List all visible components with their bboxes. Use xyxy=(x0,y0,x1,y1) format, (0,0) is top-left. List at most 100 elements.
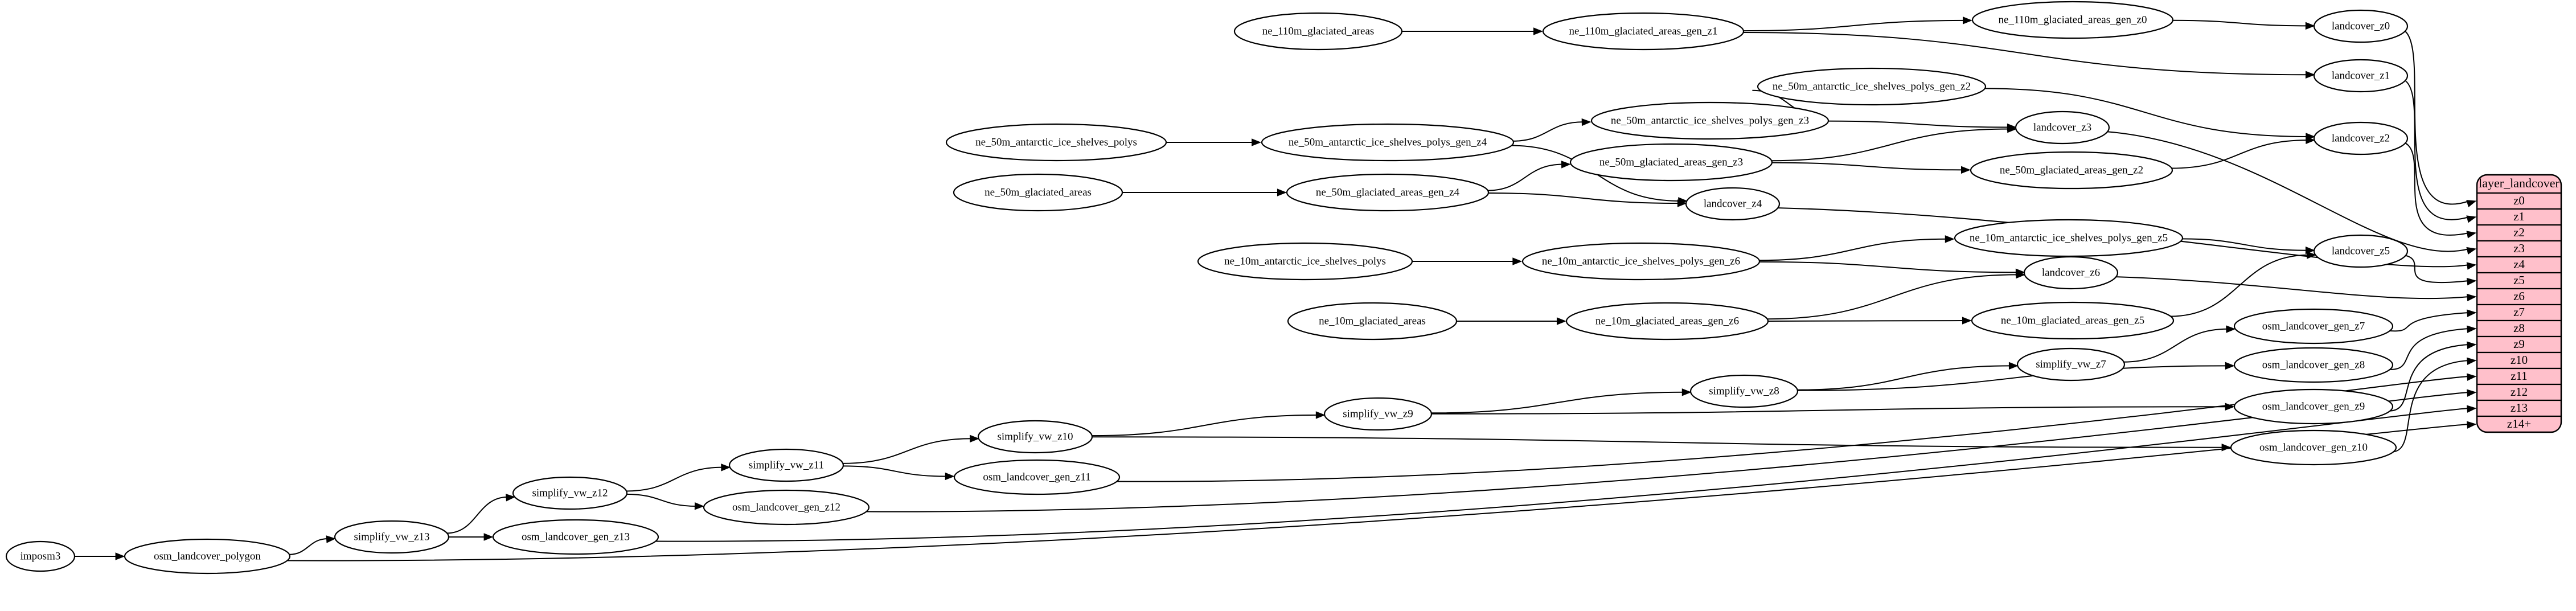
node-label: osm_landcover_gen_z11 xyxy=(983,471,1090,483)
table-row-label: z11 xyxy=(2511,369,2528,383)
graph-node-ne_110m_glaciated_areas_gen_z0[interactable]: ne_110m_glaciated_areas_gen_z0 xyxy=(1971,1,2174,39)
graph-node-landcover_z0[interactable]: landcover_z0 xyxy=(2313,9,2409,43)
graph-node-imposm3[interactable]: imposm3 xyxy=(5,540,76,572)
edge-arrowhead xyxy=(1581,118,1591,126)
graph-edge xyxy=(2105,131,2470,252)
graph-edge xyxy=(1430,391,1684,414)
graph-node-simplify_vw_z8[interactable]: simplify_vw_z8 xyxy=(1689,374,1799,408)
graph-node-simplify_vw_z10[interactable]: simplify_vw_z10 xyxy=(977,420,1093,454)
graph-node-ne_50m_glaciated_areas_gen_z2[interactable]: ne_50m_glaciated_areas_gen_z2 xyxy=(1970,151,2173,190)
edge-arrowhead xyxy=(483,533,494,541)
edge-layer xyxy=(74,17,2477,561)
node-label: simplify_vw_z10 xyxy=(998,430,1073,442)
table-row-label: z10 xyxy=(2511,353,2528,367)
node-label: landcover_z4 xyxy=(1704,198,1762,210)
graph-node-osm_landcover_gen_z13[interactable]: osm_landcover_gen_z13 xyxy=(492,519,659,555)
graph-node-simplify_vw_z13[interactable]: simplify_vw_z13 xyxy=(334,520,450,554)
node-ellipse xyxy=(728,448,844,482)
node-label: ne_10m_antarctic_ice_shelves_polys_gen_z… xyxy=(1542,255,1740,267)
table-row-z5[interactable] xyxy=(2477,272,2561,290)
graph-node-simplify_vw_z7[interactable]: simplify_vw_z7 xyxy=(2016,347,2126,382)
graph-edge xyxy=(1431,406,2228,415)
graph-edge xyxy=(842,465,947,477)
edge-arrowhead xyxy=(970,434,980,443)
node-ellipse xyxy=(124,538,291,575)
graph-node-ne_110m_glaciated_areas[interactable]: ne_110m_glaciated_areas xyxy=(1233,12,1403,51)
graph-node-ne_10m_glaciated_areas[interactable]: ne_10m_glaciated_areas xyxy=(1287,302,1458,341)
graph-node-osm_landcover_gen_z7[interactable]: osm_landcover_gen_z7 xyxy=(2233,308,2394,345)
node-label: ne_10m_glaciated_areas xyxy=(1319,315,1426,327)
graph-node-landcover_z4[interactable]: landcover_z4 xyxy=(1685,187,1781,221)
table-row-label: z6 xyxy=(2513,289,2525,303)
graph-node-landcover_z1[interactable]: landcover_z1 xyxy=(2313,59,2409,93)
node-ellipse xyxy=(2016,347,2126,382)
node-ellipse xyxy=(1261,123,1515,162)
graph-node-osm_landcover_gen_z10[interactable]: osm_landcover_gen_z10 xyxy=(2230,429,2397,466)
graph-node-ne_50m_antarctic_ice_shelves_polys_gen_z4[interactable]: ne_50m_antarctic_ice_shelves_polys_gen_z… xyxy=(1261,123,1515,162)
graph-edge xyxy=(2386,344,2470,412)
graph-node-simplify_vw_z11[interactable]: simplify_vw_z11 xyxy=(728,448,844,482)
graph-node-ne_50m_glaciated_areas[interactable]: ne_50m_glaciated_areas xyxy=(953,173,1123,212)
graph-edge xyxy=(1758,238,1947,261)
edge-arrowhead xyxy=(115,552,125,560)
node-ellipse xyxy=(977,420,1093,454)
node-ellipse xyxy=(512,476,628,510)
table-row-z14+[interactable] xyxy=(2477,415,2561,432)
graph-node-ne_50m_antarctic_ice_shelves_polys[interactable]: ne_50m_antarctic_ice_shelves_polys xyxy=(945,123,1167,162)
node-layer: ne_110m_glaciated_areas ne_110m_glaciated… xyxy=(5,1,2409,575)
graph-edge xyxy=(2386,328,2470,370)
node-ellipse xyxy=(1286,173,1490,212)
graph-node-osm_landcover_polygon[interactable]: osm_landcover_polygon xyxy=(124,538,291,575)
node-label: landcover_z1 xyxy=(2332,69,2390,81)
edge-arrowhead xyxy=(1533,27,1543,35)
graph-edge xyxy=(1827,120,2009,128)
node-label: landcover_z0 xyxy=(2332,20,2390,32)
graph-node-osm_landcover_gen_z12[interactable]: osm_landcover_gen_z12 xyxy=(703,489,870,526)
graph-node-ne_10m_antarctic_ice_shelves_polys[interactable]: ne_10m_antarctic_ice_shelves_polys xyxy=(1197,242,1413,281)
edge-arrowhead xyxy=(2016,270,2026,279)
edge-arrowhead xyxy=(1556,317,1566,325)
graph-node-osm_landcover_gen_z11[interactable]: osm_landcover_gen_z11 xyxy=(953,459,1121,495)
graph-node-landcover_z3[interactable]: landcover_z3 xyxy=(2015,110,2110,145)
node-label: osm_landcover_gen_z12 xyxy=(732,501,840,513)
graph-node-osm_landcover_gen_z9[interactable]: osm_landcover_gen_z9 xyxy=(2233,388,2394,425)
graph-node-ne_50m_antarctic_ice_shelves_polys_gen_z2[interactable]: ne_50m_antarctic_ice_shelves_polys_gen_z… xyxy=(1757,67,1987,106)
edge-arrowhead xyxy=(1962,317,1972,325)
node-ellipse xyxy=(1590,101,1830,140)
graph-node-landcover_z2[interactable]: landcover_z2 xyxy=(2313,121,2409,155)
node-ellipse xyxy=(1569,143,1773,182)
node-label: osm_landcover_polygon xyxy=(154,550,261,562)
graph-node-osm_landcover_gen_z8[interactable]: osm_landcover_gen_z8 xyxy=(2233,347,2394,383)
node-ellipse xyxy=(2233,308,2394,345)
node-label: ne_50m_glaciated_areas xyxy=(985,186,1092,198)
graph-node-ne_10m_glaciated_areas_gen_z5[interactable]: ne_10m_glaciated_areas_gen_z5 xyxy=(1971,301,2175,340)
graph-edge xyxy=(1487,192,1680,204)
graph-node-ne_50m_antarctic_ice_shelves_polys_gen_z3[interactable]: ne_50m_antarctic_ice_shelves_polys_gen_z… xyxy=(1590,101,1830,140)
graph-node-ne_110m_glaciated_areas_gen_z1[interactable]: ne_110m_glaciated_areas_gen_z1 xyxy=(1542,12,1745,51)
graph-node-ne_50m_glaciated_areas_gen_z3[interactable]: ne_50m_glaciated_areas_gen_z3 xyxy=(1569,143,1773,182)
edge-arrowhead xyxy=(2466,262,2477,270)
node-label: osm_landcover_gen_z9 xyxy=(2262,400,2365,412)
graph-edge xyxy=(2171,140,2308,169)
edge-arrowhead xyxy=(1677,199,1687,207)
graph-node-landcover_z5[interactable]: landcover_z5 xyxy=(2313,234,2409,268)
node-label: simplify_vw_z12 xyxy=(532,487,608,499)
graph-edge xyxy=(1487,163,1564,191)
graph-edge xyxy=(626,466,723,492)
edge-arrowhead xyxy=(1681,388,1692,396)
table-row-label: z7 xyxy=(2513,305,2525,319)
node-ellipse xyxy=(2233,347,2394,383)
graph-node-simplify_vw_z12[interactable]: simplify_vw_z12 xyxy=(512,476,628,510)
graph-node-ne_10m_antarctic_ice_shelves_polys_gen_z5[interactable]: ne_10m_antarctic_ice_shelves_polys_gen_z… xyxy=(1954,219,2184,257)
node-ellipse xyxy=(1757,67,1987,106)
graph-node-ne_50m_glaciated_areas_gen_z4[interactable]: ne_50m_glaciated_areas_gen_z4 xyxy=(1286,173,1490,212)
graph-node-landcover_z6[interactable]: landcover_z6 xyxy=(2023,256,2119,290)
graph-node-simplify_vw_z9[interactable]: simplify_vw_z9 xyxy=(1323,397,1433,431)
table-row-z7[interactable] xyxy=(2477,304,2561,322)
graph-node-ne_10m_antarctic_ice_shelves_polys_gen_z6[interactable]: ne_10m_antarctic_ice_shelves_polys_gen_z… xyxy=(1521,242,1761,281)
graph-node-ne_10m_glaciated_areas_gen_z6[interactable]: ne_10m_glaciated_areas_gen_z6 xyxy=(1565,302,1769,341)
layer-landcover-table[interactable]: layer_landcoverz0z1z2z3z4z5z6z7z8z9z10z1… xyxy=(2477,175,2561,432)
edge-arrowhead xyxy=(1945,235,1955,243)
node-label: ne_50m_antarctic_ice_shelves_polys xyxy=(975,136,1137,148)
node-label: ne_10m_antarctic_ice_shelves_polys_gen_z… xyxy=(1970,232,2168,244)
